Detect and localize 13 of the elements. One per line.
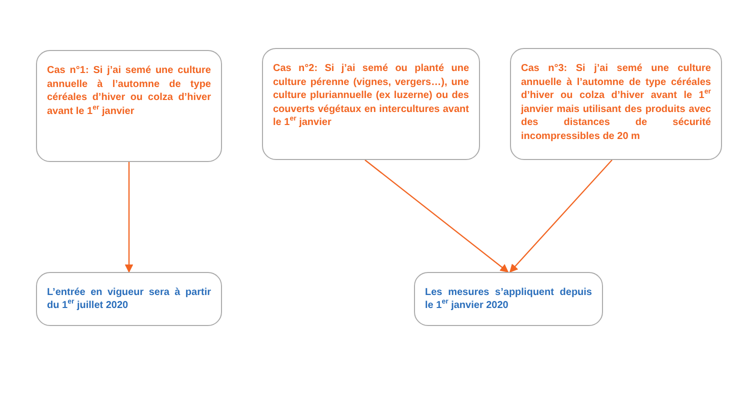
result-text: Les mesures s’appliquent depuis le 1$^{er}$ janvier 2020 [425,286,592,312]
arrow [364,160,509,273]
case-text: Cas n°1: Si j’ai semé une culture annuelle à l’automne de type céréales d’hiver ou colza d’hiver avant le 1$^{er}$ janvier [47,64,211,118]
case-box [510,48,722,160]
result-box [414,272,603,326]
case-text: Cas n°3: Si j’ai semé une culture annuelle à l’automne de type céréales d’hiver ou colza d’hiver avant le 1$^{er}$ janvier mais utilisant des produits avec des distances de sécurité incompressibles de 20 m [521,62,711,143]
arrow [509,160,612,273]
case-text: Cas n°2: Si j’ai semé ou planté une culture pérenne (vignes, vergers…), une culture pluriannuelle (ex luzerne) ou des couverts végétaux en intercultures avant le 1$^{er}$ janvier [273,62,469,130]
result-text: L’entrée en vigueur sera à partir du 1$^{er}$ juillet 2020 [47,286,211,312]
case-box [262,48,480,160]
arrow [124,162,134,273]
result-box [36,272,222,326]
case-box [36,50,222,162]
